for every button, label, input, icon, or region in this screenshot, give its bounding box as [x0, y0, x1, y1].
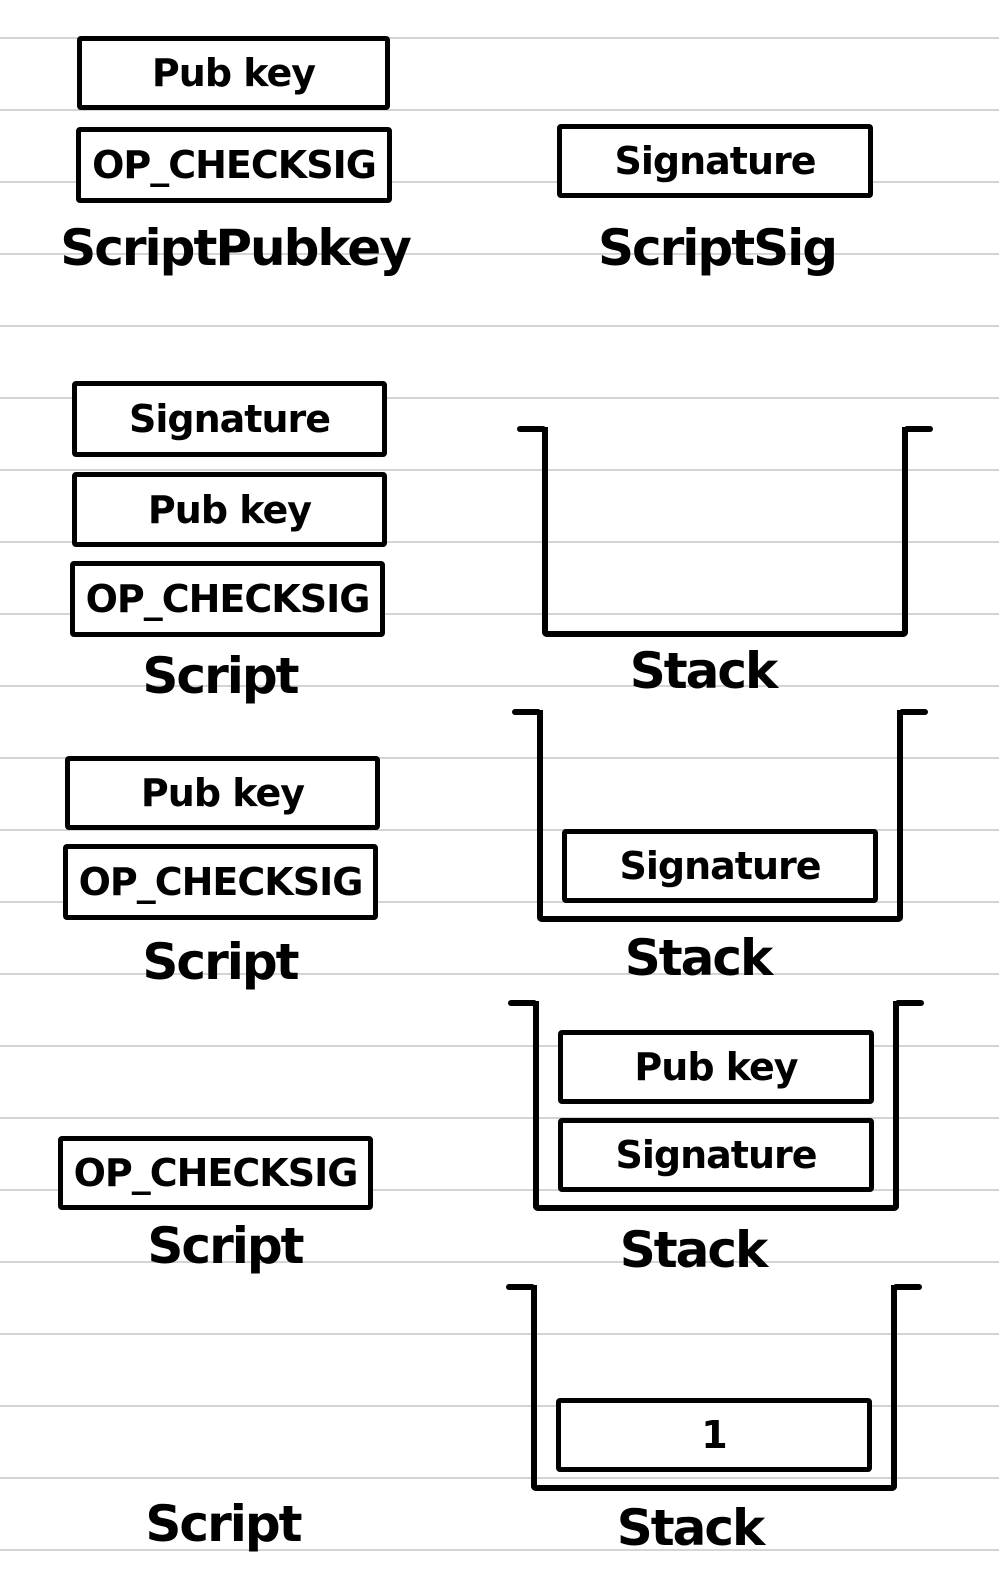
stack-shape-with-one: 1	[506, 1284, 922, 1491]
scriptsig-label: ScriptSig	[597, 219, 838, 277]
stack-label: Stack	[616, 1499, 766, 1557]
stack-shape-with-pubkey-signature: Pub key Signature	[508, 1000, 924, 1211]
stack-lip-left	[512, 709, 541, 715]
script-item-opchecksig-box: OP_CHECKSIG	[58, 1136, 373, 1210]
scriptpubkey-item-pubkey-box: Pub key	[77, 36, 390, 110]
scriptsig-item-signature-box: Signature	[557, 124, 873, 198]
script-item-opchecksig-box: OP_CHECKSIG	[70, 561, 385, 637]
script-item-signature-box: Signature	[72, 381, 387, 457]
stack-label: Stack	[629, 642, 779, 700]
stack-lip-left	[508, 1000, 537, 1006]
stack-lip-left	[517, 426, 546, 432]
stack-lip-right	[893, 1284, 922, 1290]
stack-lip-left	[506, 1284, 535, 1290]
scriptpubkey-label: ScriptPubkey	[60, 219, 412, 277]
script-label: Script	[142, 647, 299, 705]
stack-lip-right	[904, 426, 933, 432]
stack-lip-right	[899, 709, 928, 715]
stack-shape-with-signature: Signature	[512, 709, 928, 922]
scriptpubkey-item-opchecksig-box: OP_CHECKSIG	[76, 127, 392, 203]
script-item-opchecksig-box: OP_CHECKSIG	[63, 844, 378, 920]
stack-label: Stack	[619, 1221, 769, 1279]
stack-lip-right	[895, 1000, 924, 1006]
script-label: Script	[142, 933, 299, 991]
script-item-pubkey-box: Pub key	[72, 472, 387, 547]
stack-item-signature-box: Signature	[562, 829, 878, 903]
script-label: Script	[147, 1217, 304, 1275]
stack-item-signature-box: Signature	[558, 1118, 874, 1192]
stack-item-pubkey-box: Pub key	[558, 1030, 874, 1104]
stack-shape-empty	[517, 426, 933, 637]
script-label: Script	[145, 1495, 302, 1553]
script-item-pubkey-box: Pub key	[65, 756, 380, 830]
stack-label: Stack	[624, 929, 774, 987]
stack-item-one-box: 1	[556, 1398, 872, 1472]
